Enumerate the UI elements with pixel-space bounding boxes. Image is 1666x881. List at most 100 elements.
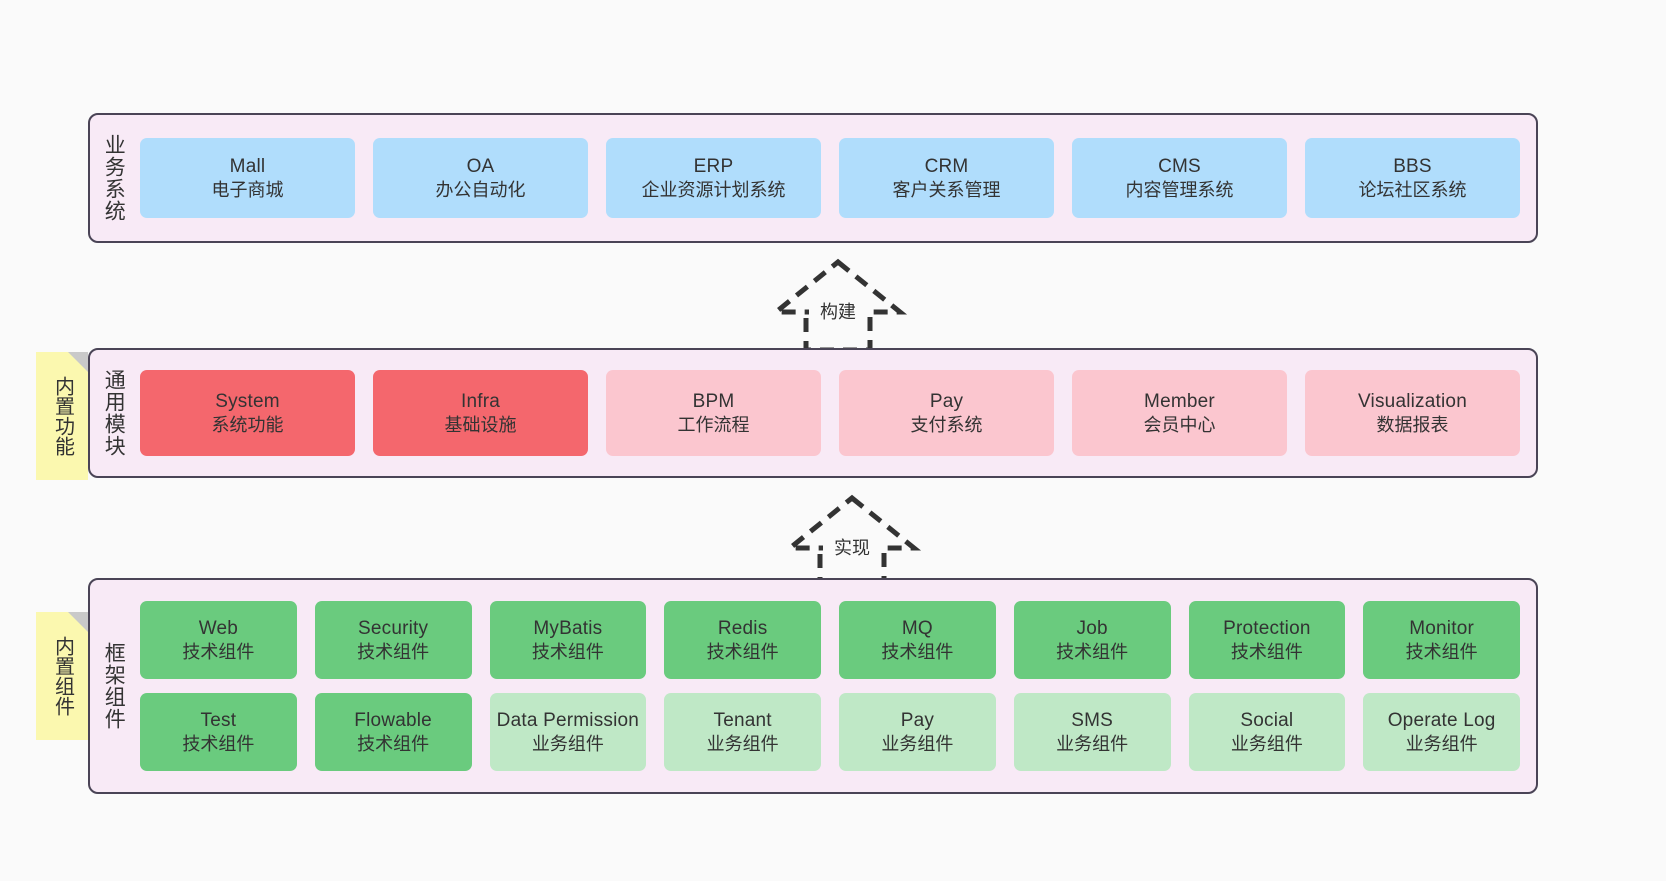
card-oa[interactable]: OA 办公自动化 (373, 138, 588, 218)
card-operate-log[interactable]: Operate Log 业务组件 (1363, 693, 1520, 771)
card-tenant[interactable]: Tenant 业务组件 (664, 693, 821, 771)
card-title: SMS (1071, 709, 1114, 731)
connector-build: 构建 (758, 258, 918, 353)
card-subtitle: 业务组件 (1405, 733, 1478, 754)
card-sms[interactable]: SMS 业务组件 (1013, 693, 1171, 771)
card-title: Flowable (354, 709, 432, 731)
card-subtitle: 企业资源计划系统 (641, 179, 786, 200)
card-system[interactable]: System 系统功能 (140, 370, 355, 456)
card-title: Web (198, 617, 239, 639)
card-title: Pay (929, 390, 964, 412)
layer-common-modules[interactable]: 通用模块 System 系统功能 Infra 基础设施 BPM 工作流程 Pay… (88, 348, 1538, 478)
card-subtitle: 客户关系管理 (892, 179, 1001, 200)
note-builtin-features: 内置功能 (36, 352, 88, 480)
card-title: Redis (717, 617, 768, 639)
note-builtin-components: 内置组件 (36, 612, 88, 740)
card-title: BBS (1393, 155, 1432, 177)
card-subtitle: 基础设施 (444, 414, 517, 435)
card-title: Data Permission (496, 709, 640, 731)
layer-title-common-modules: 通用模块 (102, 369, 126, 457)
card-row: Test 技术组件 Flowable 技术组件 Data Permission … (140, 693, 1520, 771)
card-social[interactable]: Social 业务组件 (1188, 693, 1346, 771)
card-title: Test (200, 709, 237, 731)
card-test[interactable]: Test 技术组件 (140, 693, 297, 771)
card-pay-business[interactable]: Pay 业务组件 (839, 693, 996, 771)
card-erp[interactable]: ERP 企业资源计划系统 (606, 138, 821, 218)
card-data-permission[interactable]: Data Permission 业务组件 (489, 693, 647, 771)
card-subtitle: 业务组件 (881, 733, 954, 754)
card-cms[interactable]: CMS 内容管理系统 (1072, 138, 1287, 218)
card-title: CMS (1158, 155, 1201, 177)
card-bbs[interactable]: BBS 论坛社区系统 (1305, 138, 1520, 218)
connector-implement: 实现 (772, 494, 932, 589)
layer-body-business-systems: Mall 电子商城 OA 办公自动化 ERP 企业资源计划系统 CRM 客户关系… (136, 115, 1536, 241)
card-subtitle: 论坛社区系统 (1358, 179, 1467, 200)
layer-body-framework-components: Web 技术组件 Security 技术组件 MyBatis 技术组件 Redi… (136, 580, 1536, 792)
card-web[interactable]: Web 技术组件 (140, 601, 297, 679)
card-subtitle: 数据报表 (1376, 414, 1449, 435)
card-title: Protection (1223, 617, 1311, 639)
card-subtitle: 支付系统 (910, 414, 983, 435)
card-mybatis[interactable]: MyBatis 技术组件 (489, 601, 647, 679)
card-crm[interactable]: CRM 客户关系管理 (839, 138, 1054, 218)
card-row: System 系统功能 Infra 基础设施 BPM 工作流程 Pay 支付系统… (140, 370, 1520, 456)
card-subtitle: 办公自动化 (435, 179, 526, 200)
card-flowable[interactable]: Flowable 技术组件 (314, 693, 472, 771)
note-label: 内置组件 (51, 636, 74, 716)
card-title: MyBatis (533, 617, 603, 639)
note-label: 内置功能 (51, 376, 74, 456)
card-title: Job (1076, 617, 1108, 639)
card-title: OA (466, 155, 495, 177)
card-subtitle: 内容管理系统 (1125, 179, 1234, 200)
card-subtitle: 技术组件 (1056, 641, 1129, 662)
card-pay[interactable]: Pay 支付系统 (839, 370, 1054, 456)
card-subtitle: 电子商城 (211, 179, 284, 200)
card-title: Tenant (713, 709, 772, 731)
card-job[interactable]: Job 技术组件 (1013, 601, 1171, 679)
card-subtitle: 工作流程 (677, 414, 750, 435)
card-monitor[interactable]: Monitor 技术组件 (1363, 601, 1520, 679)
card-subtitle: 业务组件 (706, 733, 779, 754)
layer-business-systems[interactable]: 业务系统 Mall 电子商城 OA 办公自动化 ERP 企业资源计划系统 CRM… (88, 113, 1538, 243)
card-subtitle: 会员中心 (1143, 414, 1216, 435)
card-subtitle: 技术组件 (182, 641, 255, 662)
card-mall[interactable]: Mall 电子商城 (140, 138, 355, 218)
card-member[interactable]: Member 会员中心 (1072, 370, 1287, 456)
card-subtitle: 技术组件 (1405, 641, 1478, 662)
card-subtitle: 技术组件 (531, 641, 604, 662)
card-title: Security (358, 617, 429, 639)
card-title: Social (1240, 709, 1294, 731)
card-subtitle: 技术组件 (357, 733, 430, 754)
card-bpm[interactable]: BPM 工作流程 (606, 370, 821, 456)
card-subtitle: 系统功能 (211, 414, 284, 435)
card-title: Pay (900, 709, 935, 731)
card-title: ERP (693, 155, 734, 177)
card-subtitle: 技术组件 (182, 733, 255, 754)
card-security[interactable]: Security 技术组件 (314, 601, 472, 679)
card-infra[interactable]: Infra 基础设施 (373, 370, 588, 456)
connector-build-label: 构建 (820, 302, 856, 322)
card-subtitle: 技术组件 (706, 641, 779, 662)
card-title: Member (1144, 390, 1215, 412)
card-title: Monitor (1409, 617, 1474, 639)
layer-body-common-modules: System 系统功能 Infra 基础设施 BPM 工作流程 Pay 支付系统… (136, 350, 1536, 476)
card-visualization[interactable]: Visualization 数据报表 (1305, 370, 1520, 456)
layer-title-framework-components: 框架组件 (102, 642, 126, 730)
card-title: System (215, 390, 280, 412)
card-title: MQ (901, 617, 933, 639)
card-title: Operate Log (1387, 709, 1496, 731)
card-row: Mall 电子商城 OA 办公自动化 ERP 企业资源计划系统 CRM 客户关系… (140, 138, 1520, 218)
card-mq[interactable]: MQ 技术组件 (839, 601, 996, 679)
layer-title-business-systems: 业务系统 (102, 134, 126, 222)
card-title: BPM (692, 390, 735, 412)
card-subtitle: 业务组件 (1056, 733, 1129, 754)
card-title: Visualization (1358, 390, 1467, 412)
card-title: Mall (229, 155, 266, 177)
card-subtitle: 业务组件 (1230, 733, 1303, 754)
card-protection[interactable]: Protection 技术组件 (1188, 601, 1346, 679)
card-row: Web 技术组件 Security 技术组件 MyBatis 技术组件 Redi… (140, 601, 1520, 679)
layer-framework-components[interactable]: 框架组件 Web 技术组件 Security 技术组件 MyBatis 技术组件… (88, 578, 1538, 794)
card-subtitle: 技术组件 (357, 641, 430, 662)
card-redis[interactable]: Redis 技术组件 (664, 601, 821, 679)
